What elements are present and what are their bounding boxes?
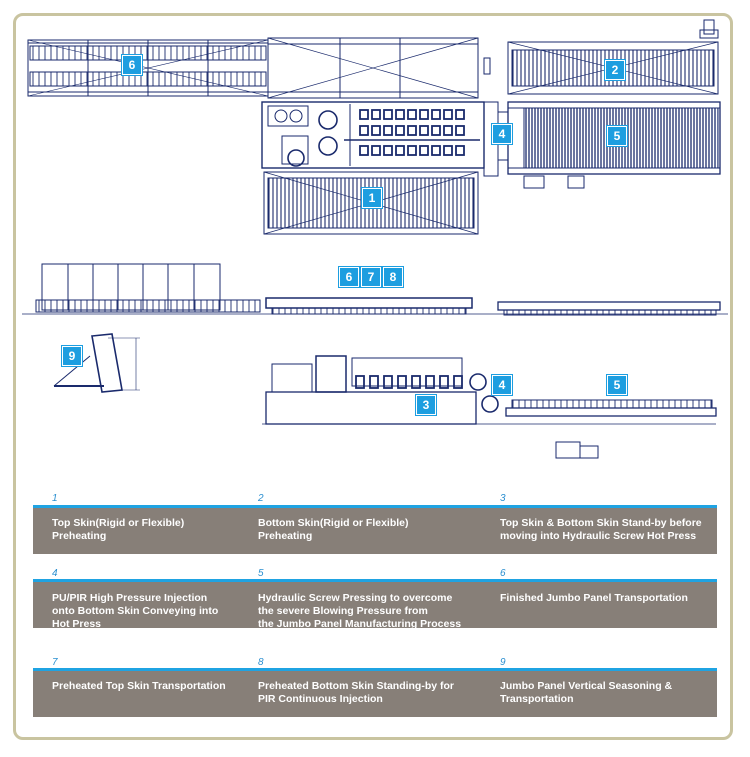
step-1-text: Top Skin(Rigid or Flexible)Preheating xyxy=(52,517,185,542)
legend-row-1 xyxy=(33,508,717,554)
badge-4-plan: 4 xyxy=(492,124,512,144)
step-2-number: 2 xyxy=(258,493,264,504)
step-9-number: 9 xyxy=(500,657,506,668)
plan-unit-6 xyxy=(27,39,269,97)
step-9-text: Jumbo Panel Vertical Seasoning &Transpor… xyxy=(500,680,673,705)
badge-9: 9 xyxy=(62,346,82,366)
step-7-number: 7 xyxy=(52,657,58,668)
step-5-number: 5 xyxy=(258,568,264,579)
legend-row-3 xyxy=(33,671,717,717)
step-1-number: 1 xyxy=(52,493,58,504)
plan-unit-2 xyxy=(507,19,719,95)
legend-row-2-line xyxy=(33,579,717,582)
badge-6-plan: 6 xyxy=(122,55,142,75)
badge-4-side: 4 xyxy=(492,375,512,395)
step-3-number: 3 xyxy=(500,493,506,504)
step-2-text: Bottom Skin(Rigid or Flexible)Preheating xyxy=(258,517,409,542)
step-7-text: Preheated Top Skin Transportation xyxy=(52,680,226,692)
step-6-text: Finished Jumbo Panel Transportation xyxy=(500,592,688,604)
badge-5-side: 5 xyxy=(607,375,627,395)
step-6-number: 6 xyxy=(500,568,506,579)
step-4-number: 4 xyxy=(52,568,58,579)
badge-5-plan: 5 xyxy=(607,126,627,146)
plan-hot-press xyxy=(261,101,508,177)
seasoning-unit-9 xyxy=(53,333,140,393)
badge-3-side: 3 xyxy=(416,395,436,415)
legend-row-2 xyxy=(33,582,717,628)
side-view-lower xyxy=(262,355,717,459)
badge-6-side: 6 xyxy=(339,267,359,287)
badge-8-side: 8 xyxy=(383,267,403,287)
badge-7-side: 7 xyxy=(361,267,381,287)
badge-2-plan: 2 xyxy=(605,60,625,80)
legend-row-1-line xyxy=(33,505,717,508)
badge-1-plan: 1 xyxy=(362,188,382,208)
legend-row-3-line xyxy=(33,668,717,671)
step-8-number: 8 xyxy=(258,657,264,668)
side-view-upper xyxy=(22,263,728,316)
plan-unit-7 xyxy=(267,37,491,99)
